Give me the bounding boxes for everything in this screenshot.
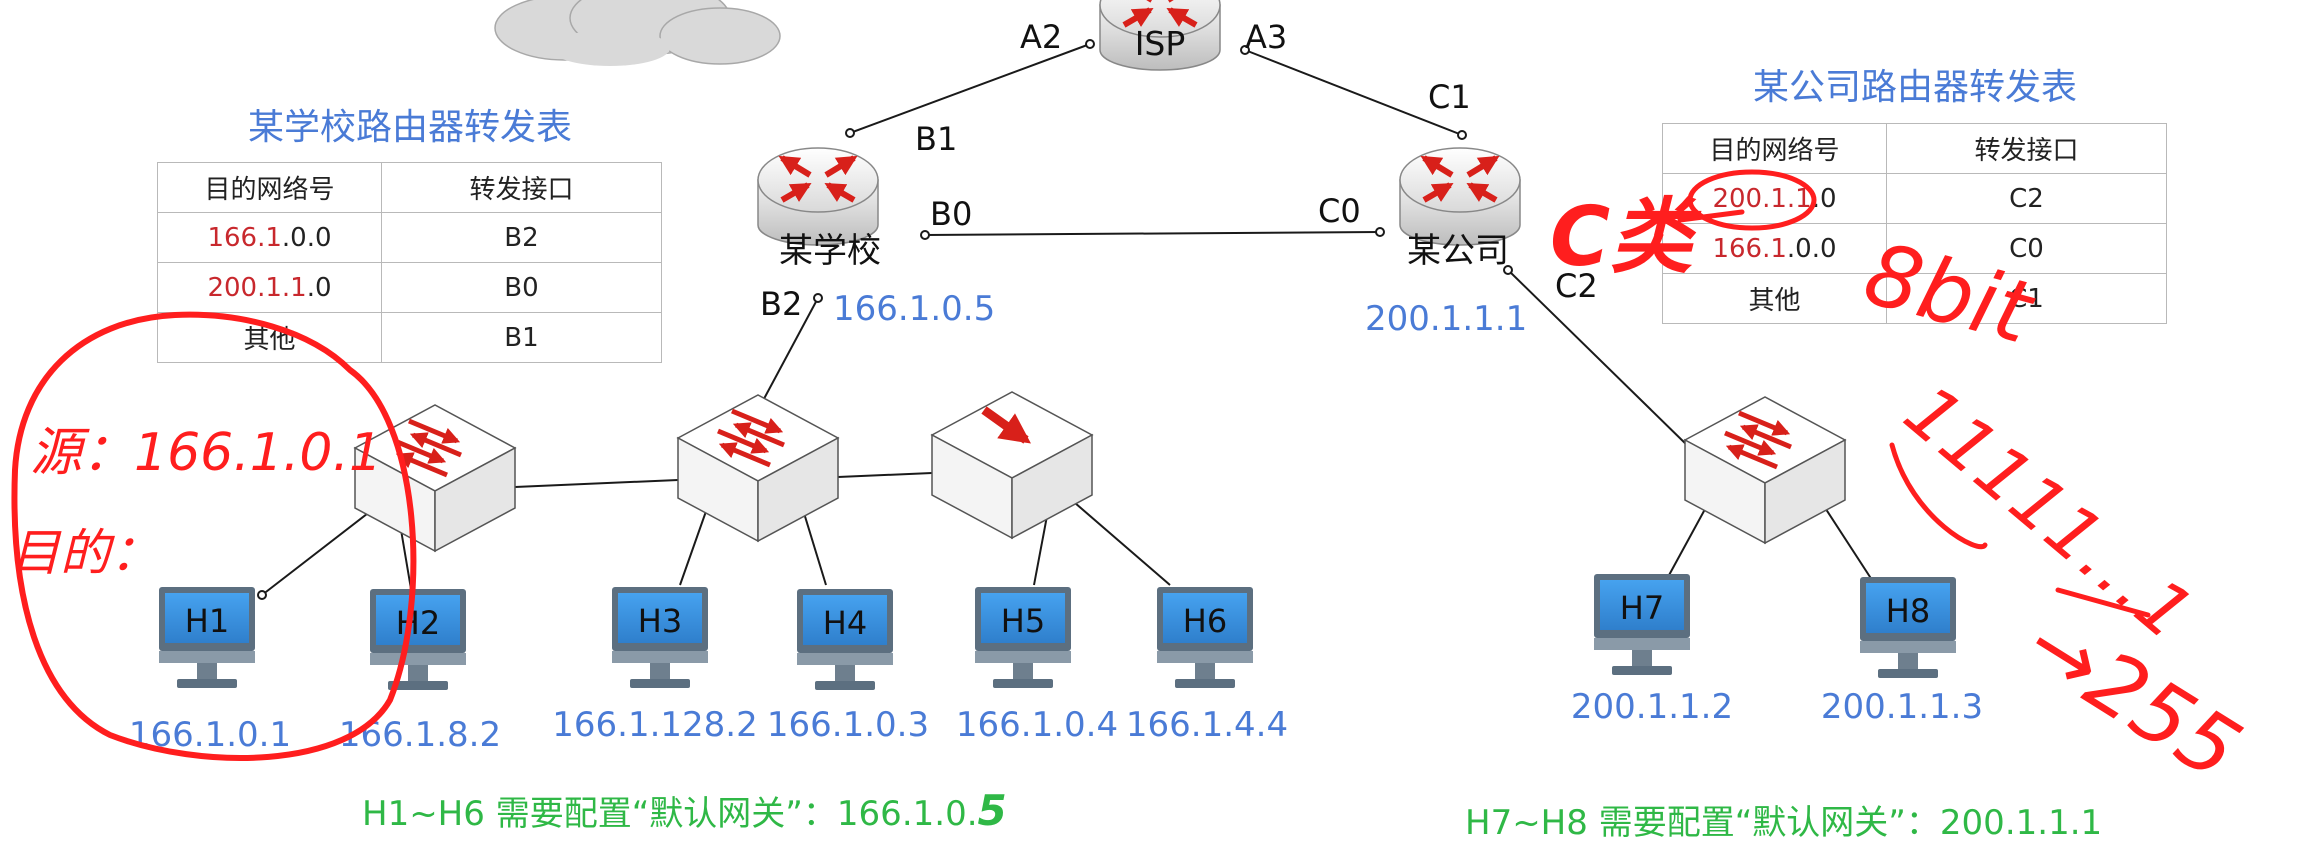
handwritten-source-note: 源：166.1.0.1 bbox=[30, 423, 382, 483]
network-prefix: 200.1.1 bbox=[1712, 183, 1812, 214]
destination-network-cell: 166.1.0.0 bbox=[157, 212, 382, 263]
table-row: 其他 B1 bbox=[157, 312, 662, 363]
interface-cell: C2 bbox=[1886, 173, 2167, 224]
handwritten-strokes bbox=[1677, 169, 2151, 618]
table-row: 200.1.1.0 B0 bbox=[157, 262, 662, 313]
interface-label-b2: B2 bbox=[760, 285, 802, 323]
host-h5[interactable]: H5 166.1.0.4 bbox=[956, 587, 1118, 745]
school-forwarding-table: 目的网络号 转发接口 166.1.0.0 B2 200.1.1.0 B0 其他 … bbox=[157, 162, 662, 363]
interface-cell: B2 bbox=[381, 212, 662, 263]
link-switch-h3 bbox=[679, 499, 711, 586]
host-ip: 200.1.1.2 bbox=[1571, 687, 1733, 727]
column-header: 转发接口 bbox=[381, 162, 662, 213]
network-prefix: 166.1 bbox=[207, 222, 282, 253]
link-switch-switch bbox=[514, 479, 679, 488]
link-b0-c0 bbox=[924, 231, 1381, 236]
interface-label-c2: C2 bbox=[1555, 267, 1598, 305]
host-h2[interactable]: H2 166.1.8.2 bbox=[339, 589, 501, 755]
interface-label-a3: A3 bbox=[1245, 18, 1287, 56]
interface-cell: C0 bbox=[1886, 223, 2167, 274]
isp-router-label: ISP bbox=[1135, 24, 1186, 63]
link-switch-h8 bbox=[1819, 499, 1873, 581]
company-table-title: 某公司路由器转发表 bbox=[1753, 67, 2078, 108]
company-router-label: 某公司 bbox=[1407, 231, 1509, 271]
switch-icon[interactable] bbox=[931, 391, 1093, 539]
interface-label-b1: B1 bbox=[915, 120, 957, 158]
host-ip: 166.1.8.2 bbox=[339, 715, 501, 755]
interface-label-c0: C0 bbox=[1318, 192, 1361, 230]
column-header: 目的网络号 bbox=[157, 162, 382, 213]
link-switch-switch bbox=[837, 472, 933, 478]
handwritten-bits-note: 8bit bbox=[1855, 224, 2045, 365]
link-switch-h1 bbox=[261, 499, 386, 596]
table-row: 166.1.0.0 B2 bbox=[157, 212, 662, 263]
school-router-ip: 166.1.0.5 bbox=[833, 289, 995, 329]
host-ip: 200.1.1.3 bbox=[1821, 687, 1983, 727]
host-ip: 166.1.0.4 bbox=[956, 705, 1118, 745]
host-h7[interactable]: H7 200.1.1.2 bbox=[1571, 574, 1733, 727]
table-row: 其他 C1 bbox=[1662, 273, 2167, 324]
interface-cell: C1 bbox=[1886, 273, 2167, 324]
host-label: H4 bbox=[823, 604, 867, 642]
default-gateway-note-left: H1~H6 需要配置“默认网关”：166.1.0.5 bbox=[362, 786, 1007, 835]
host-label: H5 bbox=[1001, 602, 1045, 640]
host-label: H2 bbox=[396, 604, 440, 642]
table-row: 166.1.0.0 C0 bbox=[1662, 223, 2167, 274]
network-prefix: 166.1 bbox=[1712, 233, 1787, 264]
host-label: H3 bbox=[638, 602, 682, 640]
link-a2-b1 bbox=[849, 43, 1091, 134]
host-ip: 166.1.128.2 bbox=[552, 705, 757, 745]
isp-router[interactable]: ISP bbox=[1100, 0, 1220, 70]
link-c2-switch bbox=[1507, 269, 1691, 449]
network-suffix: .0 bbox=[306, 272, 332, 303]
link-switch-h7 bbox=[1667, 499, 1711, 578]
table-row: 200.1.1.0 C2 bbox=[1662, 173, 2167, 224]
network-suffix: 其他 bbox=[1748, 286, 1801, 316]
network-prefix: 200.1.1 bbox=[207, 272, 307, 303]
interface-label-c1: C1 bbox=[1428, 78, 1471, 116]
default-gateway-handwritten-digit: 5 bbox=[977, 786, 1007, 835]
cloud-icon bbox=[494, 0, 781, 66]
school-router-label: 某学校 bbox=[779, 231, 881, 271]
host-label: H1 bbox=[185, 602, 229, 640]
host-h3[interactable]: H3 166.1.128.2 bbox=[552, 587, 758, 745]
table-header-row: 目的网络号 转发接口 bbox=[157, 162, 662, 213]
host-h4[interactable]: H4 166.1.0.3 bbox=[767, 589, 929, 745]
interface-cell: B1 bbox=[381, 312, 662, 363]
link-b2-switch bbox=[757, 297, 819, 411]
school-router[interactable]: 某学校 bbox=[758, 148, 881, 271]
column-header: 转发接口 bbox=[1886, 123, 2167, 174]
default-gateway-note-right: H7~H8 需要配置“默认网关”：200.1.1.1 bbox=[1465, 803, 2103, 843]
company-router[interactable]: 某公司 bbox=[1400, 148, 1520, 271]
school-table-title: 某学校路由器转发表 bbox=[248, 107, 573, 148]
host-label: H8 bbox=[1886, 592, 1930, 630]
default-gateway-text: H1~H6 需要配置“默认网关”：166.1.0. bbox=[362, 794, 978, 834]
handwritten-circle bbox=[11, 311, 417, 761]
host-ip: 166.1.4.4 bbox=[1126, 705, 1288, 745]
interface-label-a2: A2 bbox=[1020, 18, 1062, 56]
company-router-ip: 200.1.1.1 bbox=[1365, 299, 1527, 339]
network-suffix: .0.0 bbox=[1786, 233, 1837, 264]
link-a3-c1 bbox=[1244, 49, 1463, 136]
network-suffix: .0.0 bbox=[281, 222, 332, 253]
host-label: H7 bbox=[1620, 589, 1664, 627]
host-h8[interactable]: H8 200.1.1.3 bbox=[1821, 577, 1983, 727]
handwritten-c-class-note: C类 bbox=[1550, 190, 1702, 285]
port-dots bbox=[257, 39, 1513, 600]
destination-network-cell: 其他 bbox=[1662, 273, 1887, 324]
link-switch-h6 bbox=[1059, 489, 1171, 586]
network-links bbox=[261, 43, 1873, 596]
host-label: H6 bbox=[1183, 602, 1227, 640]
interface-label-b0: B0 bbox=[930, 195, 972, 233]
host-ip: 166.1.0.3 bbox=[767, 705, 929, 745]
handwritten-destination-note: 目的： bbox=[10, 524, 160, 582]
destination-network-cell: 166.1.0.0 bbox=[1662, 223, 1887, 274]
host-h6[interactable]: H6 166.1.4.4 bbox=[1126, 587, 1288, 745]
